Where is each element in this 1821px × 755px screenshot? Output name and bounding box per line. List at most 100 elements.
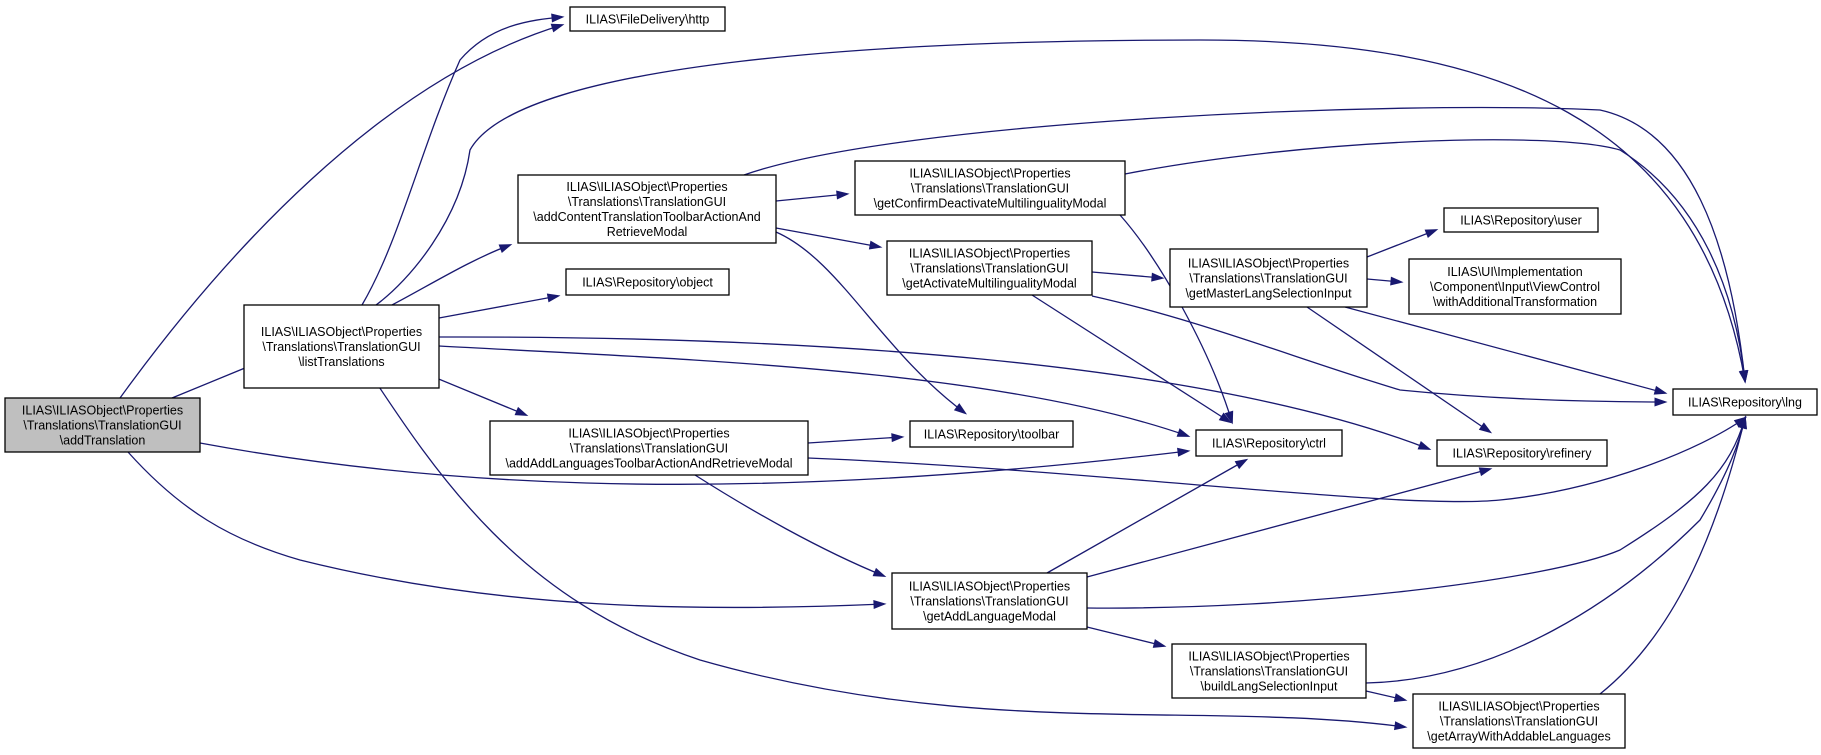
node-label-line: ILIAS\ILIASObject\Properties [1188, 257, 1349, 271]
edge-getConfirm-to-ctrl [1119, 214, 1234, 425]
node-box [243, 304, 440, 389]
node-label-line: \getConfirmDeactivateMultilingualityModa… [874, 197, 1107, 211]
arrowhead [1424, 229, 1439, 239]
edge-line [807, 436, 903, 444]
node-buildLangSel[interactable]: ILIAS\ILIASObject\Properties\Translation… [1171, 643, 1367, 699]
node-label-line: \getAddLanguageModal [923, 610, 1056, 624]
edge-line [1365, 417, 1746, 684]
node-lng[interactable]: ILIAS\Repository\lng [1672, 388, 1818, 416]
edge-line [361, 16, 563, 306]
node-label-line: \addContentTranslationToolbarActionAnd [533, 210, 761, 224]
node-refinery[interactable]: ILIAS\Repository\refinery [1436, 439, 1608, 467]
edge-line [1046, 459, 1247, 574]
arrowhead [1151, 272, 1165, 282]
arrowhead [1478, 422, 1493, 434]
node-box [517, 174, 777, 244]
edge-line [199, 442, 1189, 485]
node-label-line: \addTranslation [60, 434, 146, 448]
node-label-line: \getActivateMultilingualityModal [902, 277, 1076, 291]
edge-line [1366, 229, 1437, 258]
node-label-line: ILIAS\ILIASObject\Properties [261, 325, 422, 339]
node-box [854, 160, 1126, 216]
edge-line [1086, 626, 1165, 647]
node-label-line: \Translations\TranslationGUI [262, 340, 420, 354]
node-getConfirm[interactable]: ILIAS\ILIASObject\Properties\Translation… [854, 160, 1126, 216]
node-box [1169, 248, 1368, 308]
edge-getAddLangModal-to-buildLangSel [1086, 626, 1167, 648]
edge-line [1306, 306, 1491, 433]
node-listTranslations[interactable]: ILIAS\ILIASObject\Properties\Translation… [243, 304, 440, 389]
arrowhead [1152, 639, 1167, 648]
node-object[interactable]: ILIAS\Repository\object [565, 268, 730, 296]
node-ctrl[interactable]: ILIAS\Repository\ctrl [1195, 429, 1343, 457]
node-getActivate[interactable]: ILIAS\ILIASObject\Properties\Translation… [886, 240, 1093, 296]
node-box [489, 420, 809, 476]
node-box [1195, 429, 1343, 457]
node-label-line: \Translations\TranslationGUI [911, 182, 1069, 196]
edge-line [694, 474, 885, 577]
node-box [1672, 388, 1818, 416]
edge-getArray-to-lng [1599, 415, 1747, 695]
node-label-line: ILIAS\ILIASObject\Properties [566, 180, 727, 194]
edge-getMasterLang-to-refinery [1306, 306, 1493, 434]
node-label-line: \buildLangSelectionInput [1201, 680, 1338, 694]
edge-listTranslations-to-addContentTB [391, 244, 513, 306]
node-label-line: ILIAS\ILIASObject\Properties [568, 427, 729, 441]
edge-addContentTB-to-getConfirm [775, 190, 850, 202]
node-label-line: \withAdditionalTransformation [1433, 295, 1597, 309]
arrowhead [546, 293, 561, 303]
node-user[interactable]: ILIAS\Repository\user [1443, 207, 1599, 233]
node-label-line: ILIAS\FileDelivery\http [586, 13, 710, 27]
node-label-line: ILIAS\ILIASObject\Properties [1438, 700, 1599, 714]
node-label-line: \getArrayWithAddableLanguages [1427, 730, 1610, 744]
edge-line [391, 244, 511, 306]
edge-addAddLangTB-to-getAddLangModal [694, 474, 887, 577]
edge-getActivate-to-lng [1091, 295, 1668, 407]
edge-line [775, 193, 848, 202]
edge-line [1599, 417, 1746, 695]
edge-addContentTB-to-toolbar [775, 231, 968, 415]
node-label-line: \Translations\TranslationGUI [1440, 715, 1598, 729]
node-viewControl[interactable]: ILIAS\UI\Implementation\Component\Input\… [1408, 258, 1622, 315]
node-label-line: \addAddLanguagesToolbarActionAndRetrieve… [505, 457, 792, 471]
node-label-line: \Component\Input\ViewControl [1430, 280, 1600, 294]
edge-getMasterLang-to-lng [1344, 306, 1668, 395]
node-label-line: ILIAS\ILIASObject\Properties [909, 167, 1070, 181]
node-label-line: \Translations\TranslationGUI [1189, 272, 1347, 286]
edge-getMasterLang-to-viewControl [1366, 276, 1404, 286]
node-getMasterLang[interactable]: ILIAS\ILIASObject\Properties\Translation… [1169, 248, 1368, 308]
node-box [886, 240, 1093, 296]
nodes-layer: ILIAS\ILIASObject\Properties\Translation… [4, 6, 1818, 749]
arrowhead [1653, 385, 1668, 395]
edge-line [1344, 306, 1666, 394]
node-toolbar[interactable]: ILIAS\Repository\toolbar [909, 420, 1074, 448]
edge-listTranslations-to-http [361, 13, 565, 306]
node-box [909, 420, 1074, 448]
node-addTranslation[interactable]: ILIAS\ILIASObject\Properties\Translation… [4, 397, 201, 453]
edge-line [1091, 271, 1163, 279]
arrowhead [498, 244, 513, 253]
node-addAddLangTB[interactable]: ILIAS\ILIASObject\Properties\Translation… [489, 420, 809, 476]
edge-addContentTB-to-getActivate [775, 227, 883, 250]
edge-line [375, 39, 1746, 382]
node-label-line: \Translations\TranslationGUI [23, 419, 181, 433]
node-getAddLangModal[interactable]: ILIAS\ILIASObject\Properties\Translation… [891, 572, 1088, 630]
edge-getActivate-to-ctrl [1031, 294, 1233, 424]
root-node-box [4, 397, 201, 453]
arrowhead [1390, 276, 1404, 286]
arrowhead [1394, 721, 1408, 731]
node-label-line: ILIAS\ILIASObject\Properties [1188, 650, 1349, 664]
node-label-line: \Translations\TranslationGUI [570, 442, 728, 456]
node-box [565, 268, 730, 296]
edge-getAddLangModal-to-ctrl [1046, 458, 1249, 574]
arrowhead [953, 403, 968, 415]
edge-line [127, 451, 885, 609]
node-getArray[interactable]: ILIAS\ILIASObject\Properties\Translation… [1412, 693, 1626, 749]
arrowhead [891, 433, 905, 443]
arrowhead [1738, 415, 1747, 430]
node-addContentTB[interactable]: ILIAS\ILIASObject\Properties\Translation… [517, 174, 777, 244]
arrowhead [1234, 458, 1249, 470]
node-http[interactable]: ILIAS\FileDelivery\http [569, 6, 726, 32]
arrowhead [1417, 441, 1432, 450]
node-box [1436, 439, 1608, 467]
